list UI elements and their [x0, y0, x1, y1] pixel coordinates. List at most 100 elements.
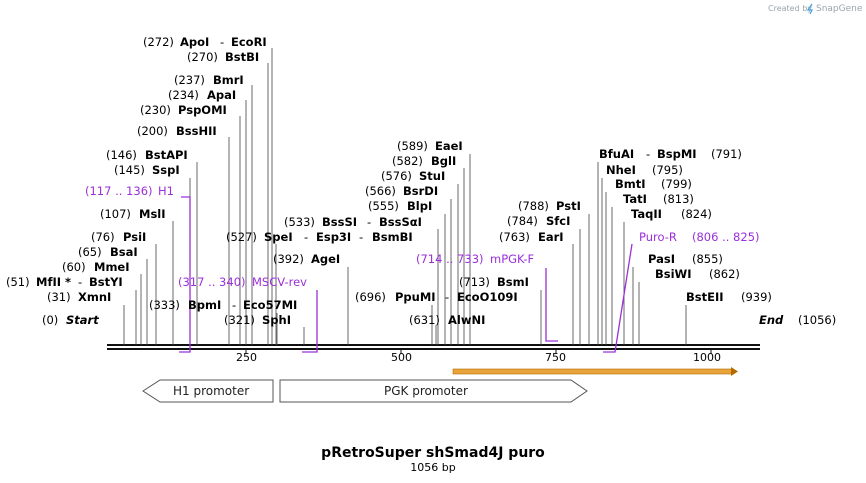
map-label: (555): [368, 199, 399, 213]
map-label: (566): [365, 184, 396, 198]
map-label: EcoO109I: [457, 290, 518, 304]
map-label: (31): [47, 290, 71, 304]
map-label: (713): [459, 275, 490, 289]
map-label: (65): [78, 245, 102, 259]
map-label: MslI: [139, 207, 166, 221]
tick-label: 500: [391, 351, 412, 364]
map-label: TaqII: [631, 207, 662, 221]
map-label: -: [445, 290, 449, 304]
tick-label: 750: [545, 351, 566, 364]
map-label: BfuAI: [599, 147, 634, 161]
map-label: (824): [681, 207, 712, 221]
map-label: AlwNI: [448, 313, 485, 327]
map-label: PstI: [556, 199, 581, 213]
primer-puro-r-mark: [603, 243, 633, 353]
map-label: (60): [62, 260, 86, 274]
map-label: BpmI: [188, 298, 221, 312]
map-label: BmtI: [615, 177, 646, 191]
tick-label: 1000: [693, 351, 721, 364]
map-label: (527): [226, 230, 257, 244]
map-subtitle: 1056 bp: [410, 461, 455, 474]
tick-label: 250: [236, 351, 257, 364]
map-label: SphI: [262, 313, 291, 327]
primer-range: (117 .. 136): [85, 184, 153, 198]
map-label: (784): [507, 214, 538, 228]
feature-h1-promoter[interactable]: H1 promoter: [142, 379, 274, 403]
map-label: (576): [381, 169, 412, 183]
primer-mpgk-f-mark: [545, 268, 558, 342]
map-label: (333): [149, 298, 180, 312]
map-label: BspMI: [657, 147, 697, 161]
map-label: BssHII: [176, 124, 217, 138]
primer-h1-mark: [179, 196, 191, 353]
map-label: (788): [518, 199, 549, 213]
map-label: BstAPI: [145, 148, 188, 162]
site-name: ApoI: [180, 35, 209, 49]
feature-label: H1 promoter: [173, 384, 249, 398]
credit-brand: SnapGene: [816, 4, 863, 14]
map-label: -: [78, 275, 82, 289]
map-label: StuI: [419, 169, 445, 183]
map-label: BstEII: [686, 290, 724, 304]
map-label: BsmI: [497, 275, 529, 289]
site-partner: EcoRI: [231, 35, 267, 49]
map-label: (107): [100, 207, 131, 221]
map-label: (76): [91, 230, 115, 244]
map-label: BsiWI: [655, 267, 692, 281]
map-label: (146): [106, 148, 137, 162]
backbone[interactable]: [107, 344, 760, 350]
map-label: -: [232, 298, 236, 312]
map-label: ApaI: [207, 88, 236, 102]
map-label: (795): [652, 163, 683, 177]
map-label: (533): [284, 215, 315, 229]
map-label: (392): [273, 252, 304, 266]
map-label: MmeI: [94, 260, 130, 274]
map-label: TatI: [623, 192, 647, 206]
map-label: NheI: [606, 163, 636, 177]
map-label: -: [304, 230, 308, 244]
site-leaders: [123, 48, 687, 345]
snapgene-logo-icon: [806, 3, 814, 15]
map-label: BstBI: [225, 50, 259, 64]
map-label: -: [359, 230, 363, 244]
map-label: -: [367, 215, 371, 229]
map-label: (51): [6, 275, 30, 289]
map-label: Eco57MI: [243, 298, 297, 312]
feature-label: PGK promoter: [384, 384, 468, 398]
map-label: (939): [741, 290, 772, 304]
map-label: MSCV-rev: [252, 275, 307, 289]
map-label: (714 .. 733): [416, 252, 484, 266]
end-label: End: [759, 313, 784, 327]
map-label: *: [65, 275, 71, 289]
map-label: EaeI: [435, 139, 463, 153]
map-label: (696): [355, 290, 386, 304]
primer-marks[interactable]: [179, 196, 633, 353]
primer-name: H1: [158, 184, 174, 198]
map-label: BssSI: [322, 215, 357, 229]
feature-pgk-promoter[interactable]: PGK promoter: [279, 379, 588, 403]
map-label: (631): [409, 313, 440, 327]
start-label: Start: [66, 313, 99, 327]
map-label: (763): [499, 230, 530, 244]
site-labels: (272) ApoI - EcoRI (270) BstBI (237) Bmr…: [6, 35, 836, 327]
map-label: BsmBI: [372, 230, 413, 244]
primer-mscv-rev-mark: [302, 290, 318, 353]
map-label: (806 .. 825): [692, 230, 760, 244]
map-label: (317 .. 340): [178, 275, 246, 289]
map-label: PspOMI: [178, 103, 227, 117]
map-title: pRetroSuper shSmad4J puro: [321, 445, 545, 461]
map-label: (270): [187, 50, 218, 64]
map-label: MfII: [36, 275, 61, 289]
map-label: BsaI: [110, 245, 138, 259]
feature-orange-bar[interactable]: [452, 367, 738, 376]
map-label: SfcI: [546, 214, 570, 228]
map-label: (321): [224, 313, 255, 327]
map-label: mPGK-F: [490, 252, 534, 266]
map-label: PasI: [648, 252, 675, 266]
map-label: Esp3I: [316, 230, 351, 244]
ruler: 250 500 750 1000: [236, 349, 721, 364]
map-label: PpuMI: [395, 290, 436, 304]
credit: Created by SnapGene: [768, 3, 863, 15]
map-label: (799): [661, 177, 692, 191]
